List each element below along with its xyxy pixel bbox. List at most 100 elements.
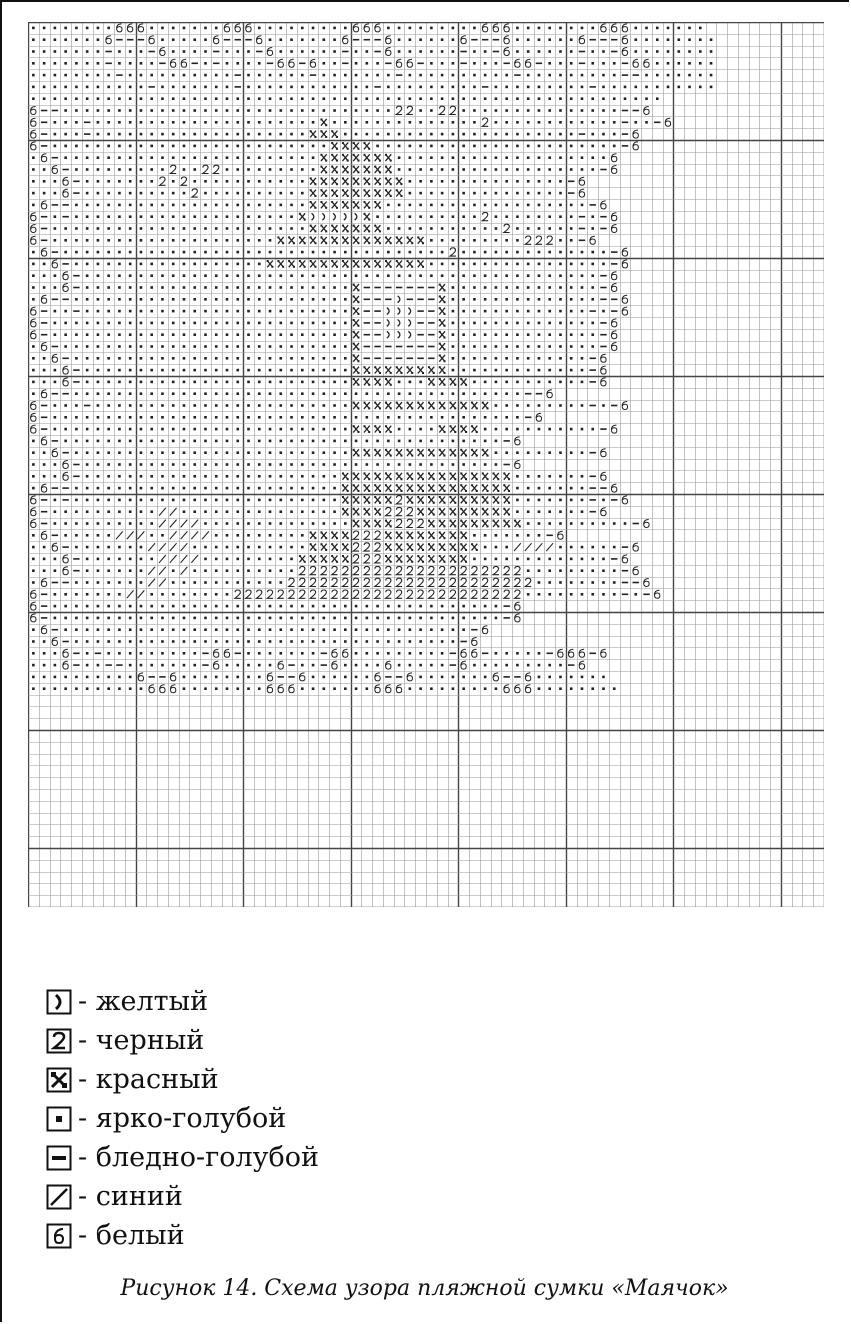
bright-blue-stitch bbox=[505, 109, 508, 112]
bright-blue-stitch bbox=[86, 180, 89, 183]
bright-blue-stitch bbox=[86, 687, 89, 690]
pale-blue-stitch bbox=[62, 169, 68, 171]
bright-blue-stitch bbox=[581, 499, 584, 502]
bright-blue-stitch bbox=[516, 475, 519, 478]
bright-blue-stitch bbox=[129, 605, 132, 608]
bright-blue-stitch bbox=[409, 145, 412, 148]
bright-blue-stitch bbox=[129, 109, 132, 112]
bright-blue-stitch bbox=[32, 558, 35, 561]
bright-blue-stitch bbox=[548, 428, 551, 431]
bright-blue-stitch bbox=[323, 499, 326, 502]
bright-blue-stitch bbox=[269, 286, 272, 289]
chart-area bbox=[28, 22, 824, 907]
bright-blue-stitch bbox=[193, 109, 196, 112]
bright-blue-stitch bbox=[236, 546, 239, 549]
pale-blue-stitch bbox=[41, 228, 47, 230]
bright-blue-stitch bbox=[323, 86, 326, 89]
bright-blue-stitch bbox=[441, 62, 444, 65]
bright-blue-stitch bbox=[226, 109, 229, 112]
bright-blue-stitch bbox=[97, 510, 100, 513]
bright-blue-stitch bbox=[97, 475, 100, 478]
bright-blue-stitch bbox=[301, 605, 304, 608]
pale-blue-stitch bbox=[245, 39, 251, 41]
bright-blue-stitch bbox=[247, 428, 250, 431]
bright-blue-stitch bbox=[258, 97, 261, 100]
bright-blue-stitch bbox=[86, 487, 89, 490]
bright-blue-stitch bbox=[312, 310, 315, 313]
bright-blue-stitch bbox=[86, 652, 89, 655]
pale-blue-stitch bbox=[202, 653, 208, 655]
bright-blue-stitch bbox=[419, 168, 422, 171]
pale-blue-stitch bbox=[149, 86, 155, 88]
bright-blue-stitch bbox=[161, 215, 164, 218]
bright-blue-stitch bbox=[269, 180, 272, 183]
bright-blue-stitch bbox=[409, 428, 412, 431]
bright-blue-stitch bbox=[559, 664, 562, 667]
bright-blue-stitch bbox=[269, 121, 272, 124]
bright-blue-stitch bbox=[301, 416, 304, 419]
bright-blue-stitch bbox=[269, 251, 272, 254]
bright-blue-stitch bbox=[441, 168, 444, 171]
bright-blue-stitch bbox=[505, 121, 508, 124]
bright-blue-stitch bbox=[710, 50, 713, 53]
bright-blue-stitch bbox=[301, 251, 304, 254]
bright-blue-stitch bbox=[236, 605, 239, 608]
bright-blue-stitch bbox=[247, 286, 250, 289]
bright-blue-stitch bbox=[32, 74, 35, 77]
bright-blue-stitch bbox=[301, 168, 304, 171]
bright-blue-stitch bbox=[172, 192, 175, 195]
bright-blue-stitch bbox=[570, 357, 573, 360]
bright-blue-stitch bbox=[495, 333, 498, 336]
bright-blue-stitch bbox=[591, 522, 594, 525]
bright-blue-stitch bbox=[538, 369, 541, 372]
pale-blue-stitch bbox=[590, 487, 596, 489]
bright-blue-stitch bbox=[462, 345, 465, 348]
bright-blue-stitch bbox=[355, 121, 358, 124]
bright-blue-stitch bbox=[495, 286, 498, 289]
bright-blue-stitch bbox=[247, 274, 250, 277]
pale-blue-stitch bbox=[84, 405, 90, 407]
bright-blue-stitch bbox=[570, 322, 573, 325]
bright-blue-stitch bbox=[258, 499, 261, 502]
bright-blue-stitch bbox=[86, 581, 89, 584]
bright-blue-stitch bbox=[312, 428, 315, 431]
bright-blue-stitch bbox=[548, 298, 551, 301]
bright-blue-stitch bbox=[107, 298, 110, 301]
pale-blue-stitch bbox=[611, 251, 617, 253]
bright-blue-stitch bbox=[279, 463, 282, 466]
bright-blue-stitch bbox=[495, 97, 498, 100]
bright-blue-stitch bbox=[97, 581, 100, 584]
bright-blue-stitch bbox=[323, 50, 326, 53]
bright-blue-stitch bbox=[538, 38, 541, 41]
bright-blue-stitch bbox=[193, 605, 196, 608]
bright-blue-stitch bbox=[86, 451, 89, 454]
bright-blue-stitch bbox=[602, 581, 605, 584]
bright-blue-stitch bbox=[409, 121, 412, 124]
bright-blue-stitch bbox=[430, 192, 433, 195]
pale-blue-stitch bbox=[590, 511, 596, 513]
bright-blue-stitch bbox=[204, 522, 207, 525]
bright-blue-stitch bbox=[204, 558, 207, 561]
bright-blue-stitch bbox=[570, 676, 573, 679]
bright-blue-stitch bbox=[473, 357, 476, 360]
bright-blue-stitch bbox=[279, 215, 282, 218]
bright-blue-stitch bbox=[527, 593, 530, 596]
bright-blue-stitch bbox=[97, 499, 100, 502]
bright-blue-stitch bbox=[441, 274, 444, 277]
bright-blue-stitch bbox=[86, 239, 89, 242]
bright-blue-stitch bbox=[97, 274, 100, 277]
bright-blue-stitch bbox=[344, 676, 347, 679]
bright-blue-stitch bbox=[301, 487, 304, 490]
pale-blue-stitch bbox=[321, 653, 327, 655]
bright-blue-stitch bbox=[409, 192, 412, 195]
bright-blue-stitch bbox=[269, 227, 272, 230]
bright-blue-stitch bbox=[247, 86, 250, 89]
bright-blue-stitch bbox=[398, 204, 401, 207]
bright-blue-stitch bbox=[505, 546, 508, 549]
bright-blue-stitch bbox=[495, 664, 498, 667]
bright-blue-stitch bbox=[301, 310, 304, 313]
pale-blue-stitch bbox=[52, 535, 58, 537]
bright-blue-stitch bbox=[107, 27, 110, 30]
bright-blue-stitch bbox=[118, 50, 121, 53]
pale-blue-stitch bbox=[192, 63, 198, 65]
